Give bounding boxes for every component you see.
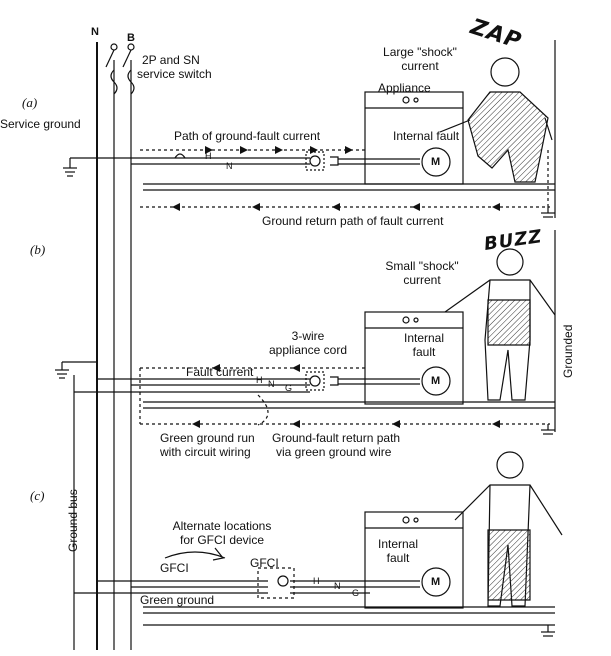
alt-locations-label-2: for GFCI device bbox=[179, 533, 265, 547]
grounded-label: Grounded bbox=[561, 324, 575, 378]
ground-symbol-b bbox=[55, 361, 97, 379]
receptacle-a bbox=[305, 151, 325, 171]
cord-label-2: appliance cord bbox=[268, 343, 348, 357]
panel-b-tag: (b) bbox=[30, 242, 46, 257]
service-ground-symbol-a bbox=[63, 157, 97, 177]
plug-a bbox=[330, 156, 339, 166]
gfci-arrows bbox=[164, 547, 226, 561]
receptacle-b bbox=[305, 371, 325, 391]
fault-current-label: Fault current bbox=[186, 365, 254, 379]
motor-label-c: M bbox=[431, 576, 441, 588]
ground-bus-label: Ground bus bbox=[66, 489, 80, 552]
motor-c bbox=[421, 567, 451, 597]
appliance-b bbox=[364, 311, 464, 405]
neutral-label: N bbox=[91, 26, 99, 38]
appliance-c bbox=[364, 511, 464, 609]
appliance-label: Appliance bbox=[378, 81, 431, 95]
path-of-fault-label: Path of ground-fault current bbox=[174, 129, 321, 143]
panel-a-tag: (a) bbox=[22, 95, 38, 110]
person-b bbox=[444, 248, 556, 401]
switch-label-1: 2P and SN bbox=[142, 53, 200, 67]
large-shock-label-2: current bbox=[401, 59, 439, 73]
fault-arrows-b bbox=[192, 364, 500, 428]
motor-label-a: M bbox=[431, 156, 441, 168]
switch-label-2: service switch bbox=[137, 67, 212, 81]
internal-fault-b-1: Internal bbox=[403, 331, 445, 345]
fault-path-a bbox=[140, 149, 550, 208]
panel-c-tag: (c) bbox=[30, 488, 45, 503]
alt-locations-label-1: Alternate locations bbox=[172, 519, 272, 533]
wire-h-c: H bbox=[313, 576, 320, 586]
cord-label-1: 3-wire bbox=[291, 329, 325, 343]
gfci-label-2: GFCI bbox=[250, 556, 279, 570]
small-shock-label-1: Small "shock" bbox=[385, 259, 459, 273]
fault-path-b bbox=[139, 367, 550, 426]
ground-symbol-c-right bbox=[541, 625, 555, 637]
ground-symbol-a-right bbox=[541, 207, 555, 218]
gfci-box-c bbox=[257, 567, 295, 599]
return-path-label-1: Ground-fault return path bbox=[272, 431, 401, 445]
line-b-label: B bbox=[127, 32, 135, 44]
internal-fault-c-1: Internal bbox=[377, 537, 419, 551]
fault-arrows-a bbox=[172, 146, 500, 211]
wire-n-c: N bbox=[334, 581, 341, 591]
wire-n-b: N bbox=[268, 379, 275, 389]
green-ground-label: Green ground bbox=[140, 593, 215, 607]
wire-h-b: H bbox=[256, 375, 263, 385]
person-a bbox=[439, 57, 553, 183]
wire-n-a: N bbox=[226, 161, 233, 171]
green-run-label-1: Green ground run bbox=[160, 431, 255, 445]
ground-return-label: Ground return path of fault current bbox=[262, 214, 444, 228]
service-switch bbox=[105, 43, 135, 95]
person-c bbox=[454, 451, 563, 607]
gfci-label-1: GFCI bbox=[160, 561, 189, 575]
internal-fault-label-a: Internal fault bbox=[393, 129, 460, 143]
large-shock-label-1: Large "shock" bbox=[383, 45, 457, 59]
motor-label-b: M bbox=[431, 375, 441, 387]
small-shock-label-2: current bbox=[403, 273, 441, 287]
service-ground-label: Service ground bbox=[0, 117, 81, 131]
internal-fault-c-2: fault bbox=[386, 551, 410, 565]
return-path-label-2: via green ground wire bbox=[276, 445, 392, 459]
crossover-a bbox=[174, 153, 186, 159]
plug-b bbox=[330, 376, 339, 386]
motor-b bbox=[421, 366, 451, 396]
motor-a bbox=[421, 147, 451, 177]
internal-fault-b-2: fault bbox=[412, 345, 436, 359]
green-run-label-2: with circuit wiring bbox=[160, 445, 251, 459]
wire-g-c: G bbox=[352, 588, 360, 598]
wire-h-a: H bbox=[205, 151, 212, 161]
wire-g-b: G bbox=[285, 383, 293, 393]
ground-symbol-b-right bbox=[541, 424, 555, 435]
